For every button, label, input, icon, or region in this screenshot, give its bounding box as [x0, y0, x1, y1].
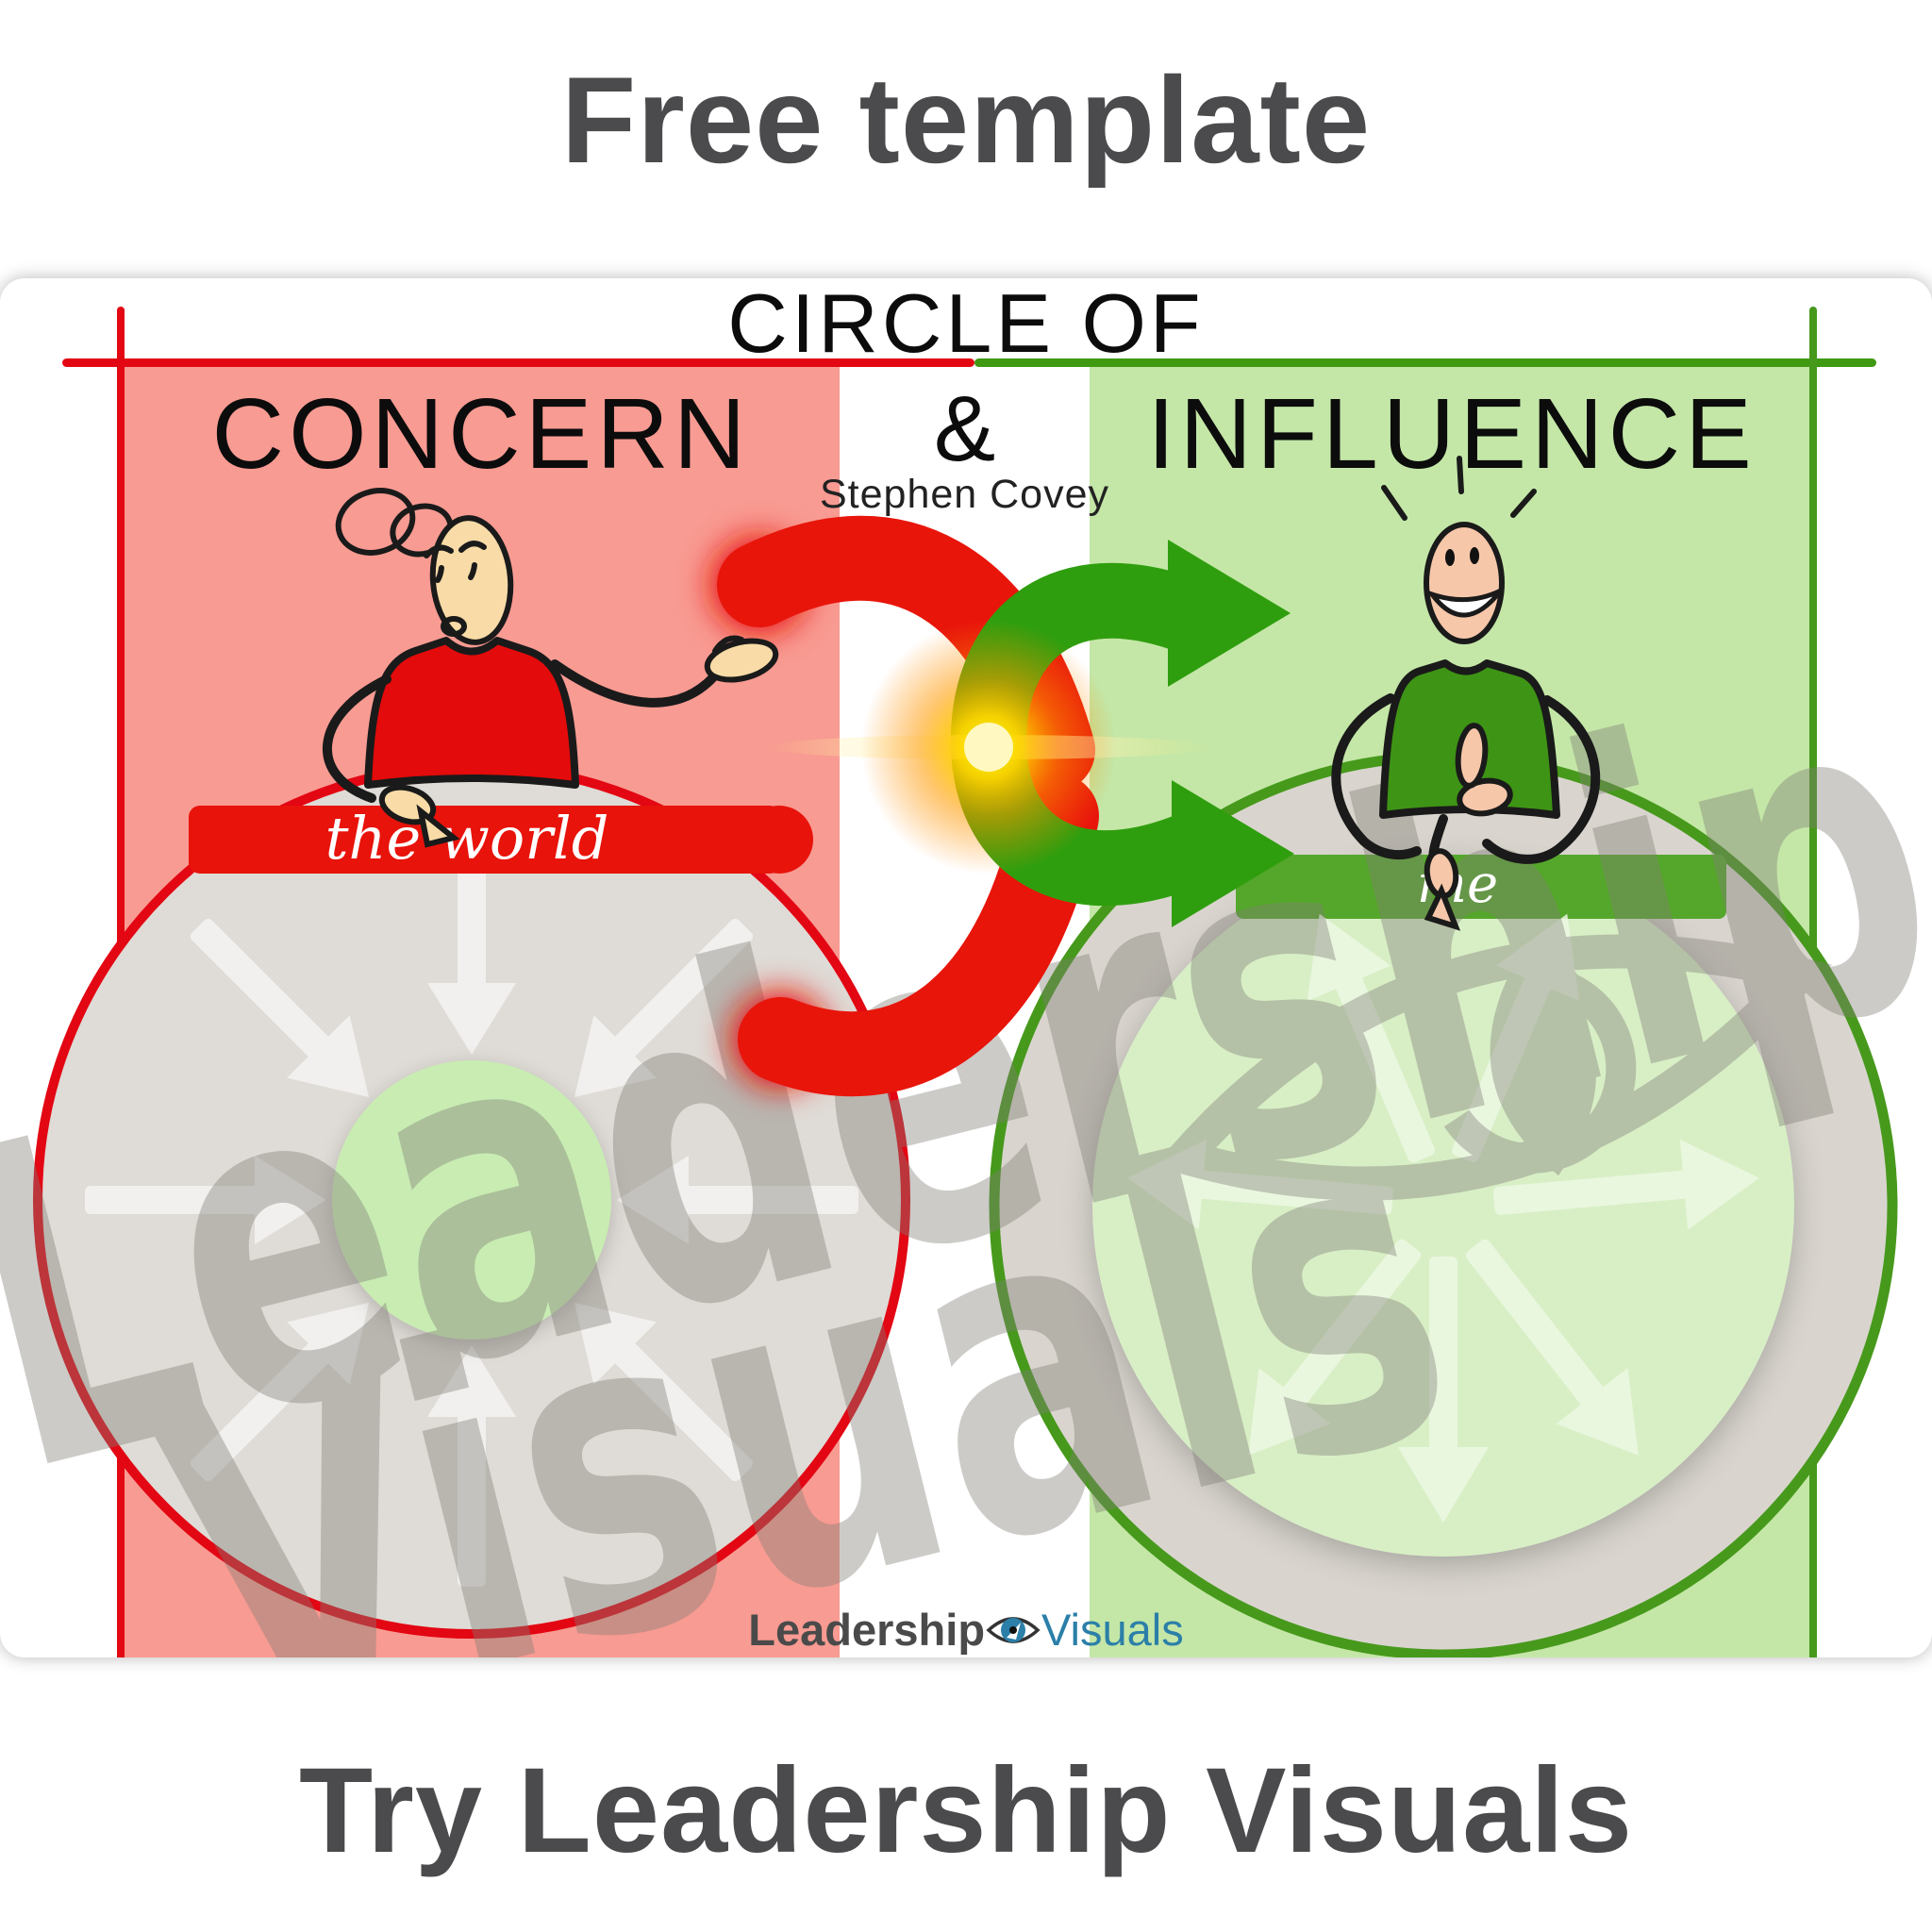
- influence-heading: INFLUENCE: [1147, 378, 1757, 490]
- diagram-title: CIRCLE OF: [727, 278, 1205, 370]
- page-title: Free template: [560, 51, 1372, 189]
- eye-logo-icon: [986, 1616, 1041, 1643]
- author-credit: Stephen Covey: [819, 472, 1110, 517]
- brand-logo-suffix: Visuals: [1041, 1605, 1184, 1655]
- brand-logo: Leadership Visuals: [0, 1604, 1932, 1656]
- eye-watermark-icon: [1154, 934, 1832, 1201]
- red-frame-line-horizontal: [62, 358, 974, 367]
- glow-spark: [767, 620, 1210, 874]
- concern-core-circle: [332, 1060, 611, 1340]
- diagram-card: CIRCLE OF CONCERN & INFLUENCE Stephen Co…: [0, 278, 1932, 1657]
- excitement-rays-icon: [1381, 456, 1537, 521]
- circle-of-concern: [33, 761, 910, 1639]
- diagram-artwork: Leadership Visuals the world me: [0, 456, 1932, 1657]
- happy-figure: [1331, 456, 1601, 931]
- ampersand: &: [933, 376, 996, 480]
- concern-circle-label: the world: [325, 804, 609, 873]
- brand-logo-name: Leadership: [748, 1605, 986, 1655]
- outward-arrows: [1127, 913, 1759, 1523]
- me-band: [1236, 855, 1726, 919]
- concern-heading: CONCERN: [211, 378, 751, 490]
- circle-of-influence: [989, 751, 1898, 1657]
- worried-figure: [322, 488, 779, 848]
- the-world-band: [189, 806, 781, 874]
- tagline: Try Leadership Visuals: [298, 1743, 1634, 1878]
- green-frame-line-horizontal: [974, 358, 1876, 367]
